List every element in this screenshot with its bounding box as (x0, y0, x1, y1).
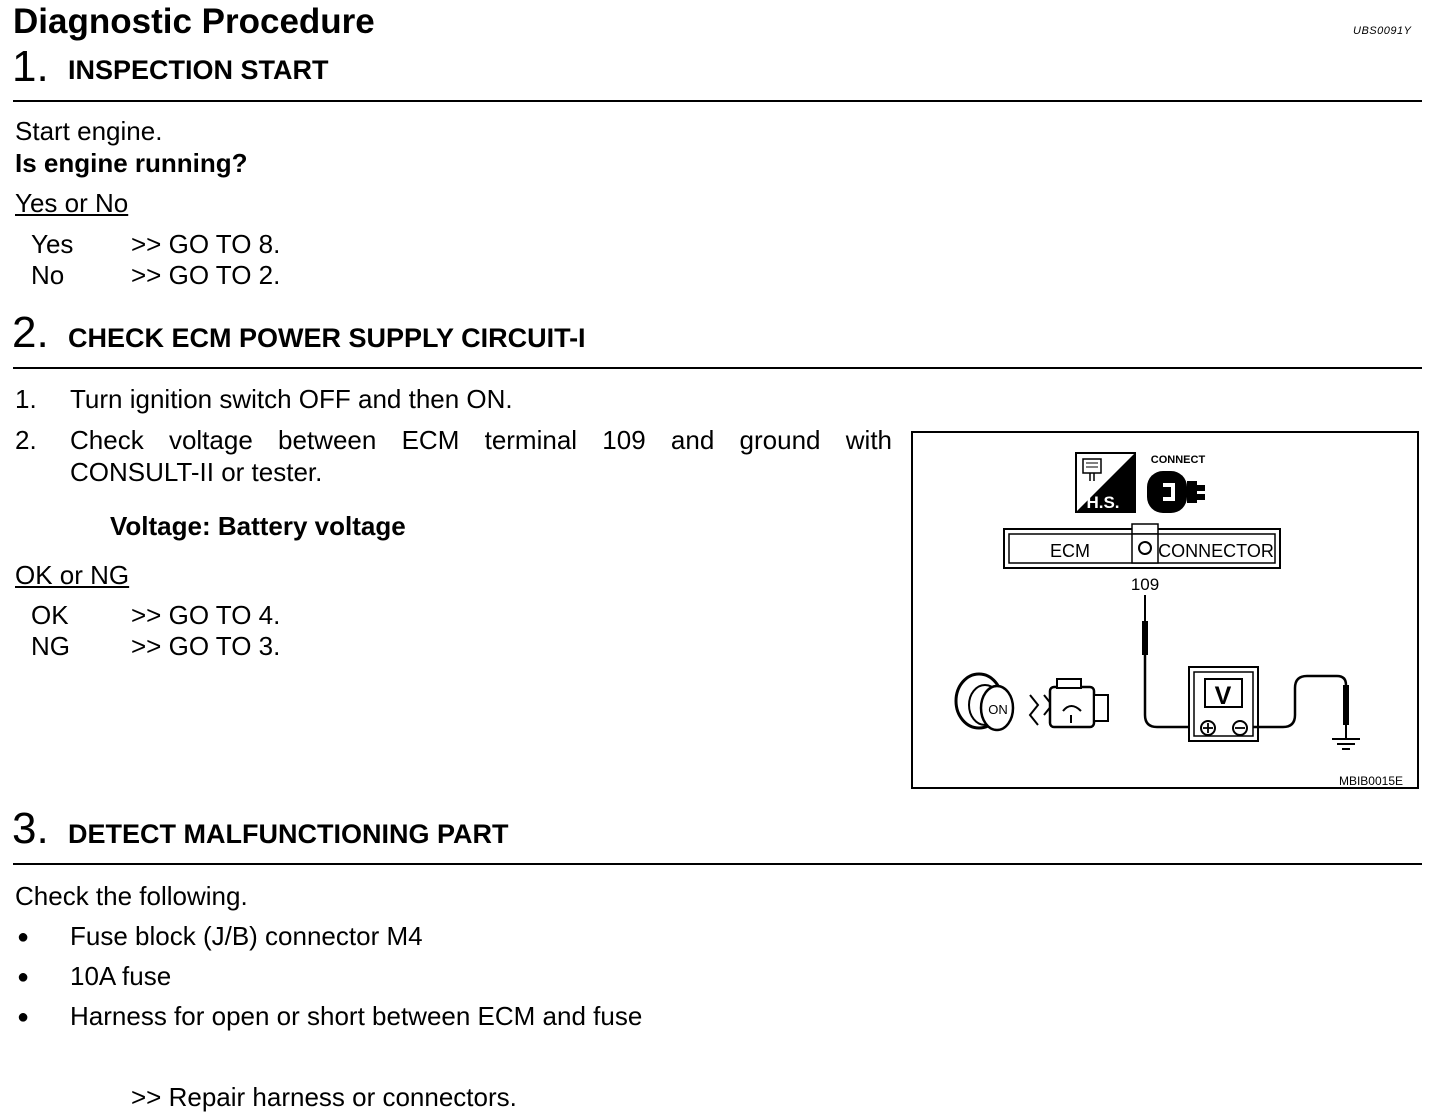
step2-spec: Voltage: Battery voltage (110, 511, 406, 541)
hs-label: H.S. (1086, 493, 1119, 512)
step1-title: INSPECTION START (68, 55, 329, 85)
step1-answer-action: >> GO TO 8. (131, 229, 281, 259)
step2-item-text: Turn ignition switch OFF and then ON. (70, 384, 513, 414)
step2-item-text-cont: CONSULT-II or tester. (70, 457, 323, 487)
step3-bullet-item: 10A fuse (70, 961, 172, 991)
meter-label: V (1215, 682, 1232, 710)
step3-bullet-item: Harness for open or short between ECM an… (70, 1001, 643, 1031)
negative-probe (1253, 674, 1349, 739)
bullet-icon: ● (17, 1006, 30, 1028)
step1-answer-action: >> GO TO 2. (131, 260, 281, 290)
step3-number: 3. (12, 804, 49, 853)
terminal-number: 109 (1131, 575, 1159, 594)
step2-item-number: 2. (15, 425, 37, 455)
ecm-connector: ECM CONNECTOR (1003, 523, 1281, 569)
ecm-voltage-check-figure: H.S. CONNECT ECM CONNECTOR 109 (911, 431, 1419, 789)
step1-number: 1. (12, 42, 49, 91)
step2-divider (13, 367, 1422, 369)
connect-label: CONNECT (1151, 454, 1206, 466)
engine-icon (1028, 678, 1109, 729)
step3-result: >> Repair harness or connectors. (131, 1082, 517, 1112)
step1-divider (13, 100, 1422, 102)
step1-answer-label: No (31, 260, 65, 290)
step3-divider (13, 863, 1422, 865)
step1-choice-heading: Yes or No (15, 188, 129, 218)
ground-symbol-icon (1332, 738, 1360, 750)
step3-title: DETECT MALFUNCTIONING PART (68, 819, 509, 849)
step2-item-text: Check voltage between ECM terminal 109 a… (70, 425, 892, 455)
step2-answer-action: >> GO TO 3. (131, 631, 281, 661)
figure-drawing: H.S. CONNECT ECM CONNECTOR 109 (954, 452, 1403, 787)
step2-title: CHECK ECM POWER SUPPLY CIRCUIT-I (68, 323, 586, 353)
step3-intro: Check the following. (15, 881, 248, 911)
page-title: Diagnostic Procedure (13, 2, 375, 41)
ignition-key-on-icon: ON (954, 672, 1015, 732)
figure-code: MBIB0015E (1339, 774, 1403, 787)
connect-icon: CONNECT (1147, 454, 1205, 513)
step2-answer-action: >> GO TO 4. (131, 600, 281, 630)
key-label: ON (988, 702, 1008, 717)
step3-bullet-item: Fuse block (J/B) connector M4 (70, 921, 423, 951)
positive-probe (1142, 595, 1195, 729)
bullet-icon: ● (17, 966, 30, 988)
ecm-label: ECM (1050, 541, 1090, 561)
harness-side-icon: H.S. (1075, 452, 1136, 513)
step1-answer-label: Yes (31, 229, 74, 259)
step2-choice-heading: OK or NG (15, 560, 130, 590)
step1-instruction: Start engine. (15, 116, 163, 146)
step2-answer-label: NG (31, 631, 70, 661)
step1-question: Is engine running? (15, 148, 248, 178)
step2-item-number: 1. (15, 384, 37, 414)
connector-label: CONNECTOR (1158, 541, 1274, 561)
bullet-icon: ● (17, 926, 30, 948)
step2-number: 2. (12, 308, 49, 357)
reference-code: UBS0091Y (1353, 25, 1412, 37)
step2-answer-label: OK (31, 600, 69, 630)
voltmeter: V (1188, 666, 1259, 742)
